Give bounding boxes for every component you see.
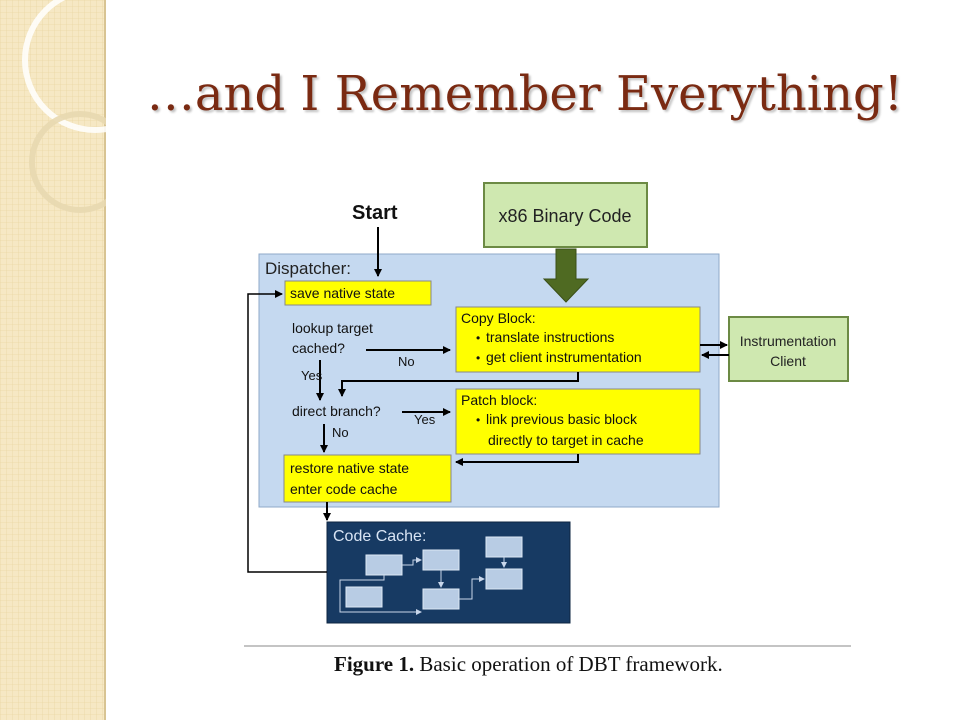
patch-block-title: Patch block: [461, 392, 537, 408]
save-native-state-box [284, 280, 432, 306]
copy-block-bullet-2: get client instrumentation [486, 349, 642, 365]
code-cache-label: Code Cache: [333, 528, 426, 545]
copy-block-box [455, 306, 701, 373]
patch-block-bullet-1: link previous basic block [486, 411, 638, 427]
instrumentation-label: Instrumentation [740, 333, 837, 349]
figure-caption-text: Basic operation of DBT framework. [419, 652, 723, 676]
lookup-target-label: lookup target [292, 320, 373, 336]
lookup-cached-label: cached? [292, 340, 345, 356]
copy-block-bullet-icon: • [476, 331, 480, 345]
code-cache-blocks [339, 536, 523, 615]
instrumentation-client-label: Client [770, 353, 806, 369]
patch-block-bullet-icon: • [476, 413, 480, 427]
yes-label-1: Yes [301, 368, 323, 383]
restore-native-state-box [283, 454, 452, 503]
patch-to-restore-arrow [455, 454, 579, 466]
copy-block-bullet-1: translate instructions [486, 329, 614, 345]
restore-native-state-label: restore native state [290, 460, 409, 476]
instrumentation-client-box [728, 316, 849, 382]
figure-number: Figure 1. [334, 652, 415, 676]
copy-to-branch-arrow [338, 372, 579, 397]
start-label: Start [352, 202, 398, 224]
slide-sidebar-decoration [0, 0, 106, 720]
save-native-state-label: save native state [290, 285, 395, 301]
dispatcher-label: Dispatcher: [265, 259, 351, 278]
slide-title: …and I Remember Everything! [146, 66, 904, 122]
direct-branch-label: direct branch? [292, 403, 381, 419]
x86-binary-code-box [483, 182, 648, 248]
no-label-1: No [398, 354, 415, 369]
enter-code-cache-label: enter code cache [290, 481, 398, 497]
copy-block-bullet-icon: • [476, 351, 480, 365]
x86-binary-code-label: x86 Binary Code [498, 206, 631, 226]
yes-label-2: Yes [414, 412, 436, 427]
big-down-arrow-icon [542, 248, 590, 303]
patch-block-box [455, 388, 701, 455]
patch-block-bullet-2: directly to target in cache [488, 432, 644, 448]
cache-to-dispatcher-loop-arrow [247, 290, 327, 573]
figure-caption: Figure 1. Basic operation of DBT framewo… [334, 652, 854, 677]
decorative-circle-icon [22, 0, 106, 213]
copy-block-title: Copy Block: [461, 310, 536, 326]
no-label-2: No [332, 425, 349, 440]
